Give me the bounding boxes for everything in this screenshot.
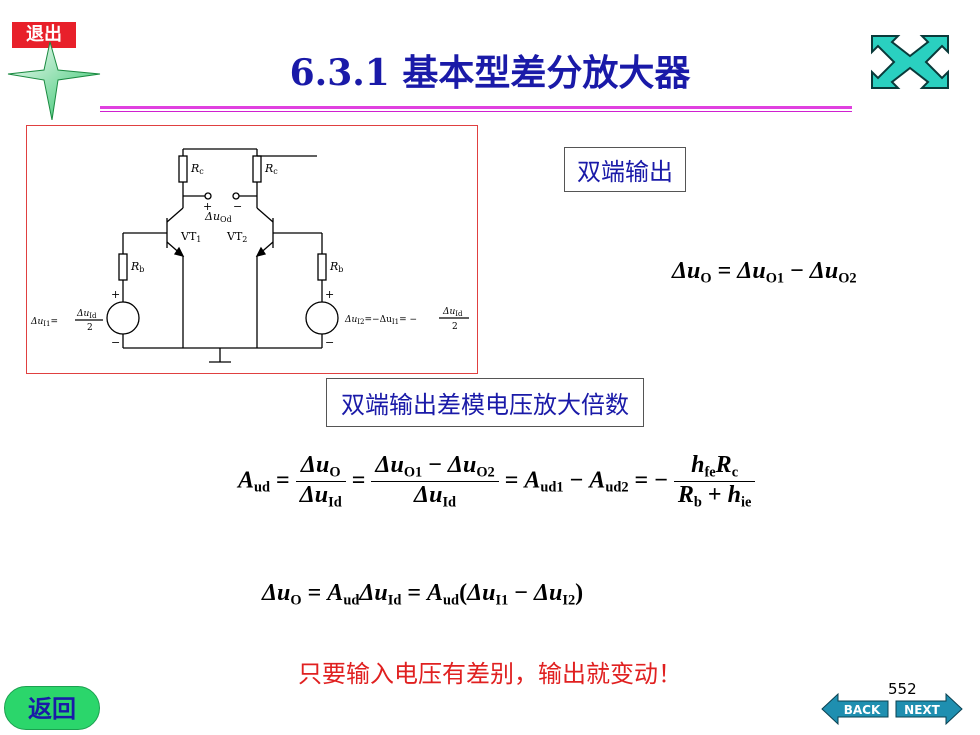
right-src-num: Δu xyxy=(442,307,455,317)
left-src-num-sub: Id xyxy=(89,312,97,320)
out-label: Δu xyxy=(204,210,220,223)
left-src-plus: + xyxy=(111,288,120,301)
vt2-label: VT xyxy=(226,230,243,243)
left-src-minus: − xyxy=(111,336,120,349)
rb-right-sub: b xyxy=(338,265,343,274)
rb-left-sub: b xyxy=(139,265,144,274)
exit-button[interactable]: 退出 xyxy=(12,22,76,48)
next-label: NEXT xyxy=(904,703,940,717)
rc-left-sub: c xyxy=(199,167,204,176)
rc-left-label: R xyxy=(190,162,199,175)
page-number: 552 xyxy=(888,680,917,698)
title-underline-thin xyxy=(100,111,852,112)
vt2-sub: 2 xyxy=(242,235,247,244)
back-button[interactable]: BACK xyxy=(820,692,890,726)
right-src-plus: + xyxy=(325,288,334,301)
svg-text:VT1: VT1 xyxy=(180,230,201,244)
left-src-den: 2 xyxy=(87,323,93,333)
output-voltage-equation: ΔuO = ΔuO1 − ΔuO2 xyxy=(672,258,857,287)
svg-text:ΔuI1=: ΔuI1= xyxy=(30,317,58,328)
rb-right-label: R xyxy=(329,260,338,273)
vt1-sub: 1 xyxy=(196,235,201,244)
right-src-num-sub: Id xyxy=(455,310,463,318)
svg-text:Rb: Rb xyxy=(329,260,343,274)
svg-text:ΔuOd: ΔuOd xyxy=(204,210,232,224)
section-label-double-ended-output: 双端输出 xyxy=(564,147,686,192)
left-src-lhs: Δu xyxy=(30,317,43,327)
left-src-num: Δu xyxy=(76,309,89,319)
right-src-mid: =−Δu xyxy=(365,315,393,325)
svg-text:Rc: Rc xyxy=(190,162,204,176)
circuit-diagram: Rc Rc Rb Rb VT1 VT2 + − ΔuOd + − + − ΔuI… xyxy=(26,125,478,374)
key-note: 只要输入电压有差别，输出就变动！ xyxy=(298,660,682,688)
vt1-label: VT xyxy=(180,230,197,243)
back-label: BACK xyxy=(844,703,881,717)
svg-text:ΔuI2=−ΔuI1= −: ΔuI2=−ΔuI1= − xyxy=(344,315,417,326)
return-button[interactable]: 返回 xyxy=(4,686,100,730)
right-src-minus: − xyxy=(325,336,334,349)
left-src-lhs-sub: I1 xyxy=(43,320,50,328)
rc-right-label: R xyxy=(264,162,273,175)
right-src-lhs: Δu xyxy=(344,315,357,325)
title-underline xyxy=(100,106,852,109)
right-src-den: 2 xyxy=(452,322,458,332)
navigation-arrows-icon[interactable] xyxy=(868,30,952,94)
svg-text:VT2: VT2 xyxy=(226,230,247,244)
right-src-eq: = − xyxy=(399,315,417,325)
section-label-differential-gain: 双端输出差模电压放大倍数 xyxy=(326,378,644,427)
right-src-mid-sub: I1 xyxy=(392,318,399,326)
rc-right-sub: c xyxy=(273,167,278,176)
right-src-lhs-sub: I2 xyxy=(357,318,364,326)
svg-text:Rc: Rc xyxy=(264,162,278,176)
rb-left-label: R xyxy=(130,260,139,273)
next-button[interactable]: NEXT xyxy=(894,692,964,726)
differential-amplifier-schematic: Rc Rc Rb Rb VT1 VT2 + − ΔuOd + − + − ΔuI… xyxy=(30,148,469,363)
out-minus: − xyxy=(233,200,242,213)
svg-text:Rb: Rb xyxy=(130,260,144,274)
star-decoration-icon xyxy=(7,41,101,120)
differential-gain-equation: Aud = ΔuO ΔuId = ΔuO1 − ΔuO2 ΔuId = Aud1… xyxy=(238,452,756,512)
output-from-input-equation: ΔuO = AudΔuId = Aud(ΔuI1 − ΔuI2) xyxy=(262,580,584,609)
svg-text:ΔuId: ΔuId xyxy=(76,309,97,320)
svg-text:ΔuId: ΔuId xyxy=(442,307,463,318)
out-plus: + xyxy=(203,200,212,213)
out-label-sub: Od xyxy=(220,215,232,224)
page-title: 6.3.1 基本型差分放大器 xyxy=(289,52,691,94)
